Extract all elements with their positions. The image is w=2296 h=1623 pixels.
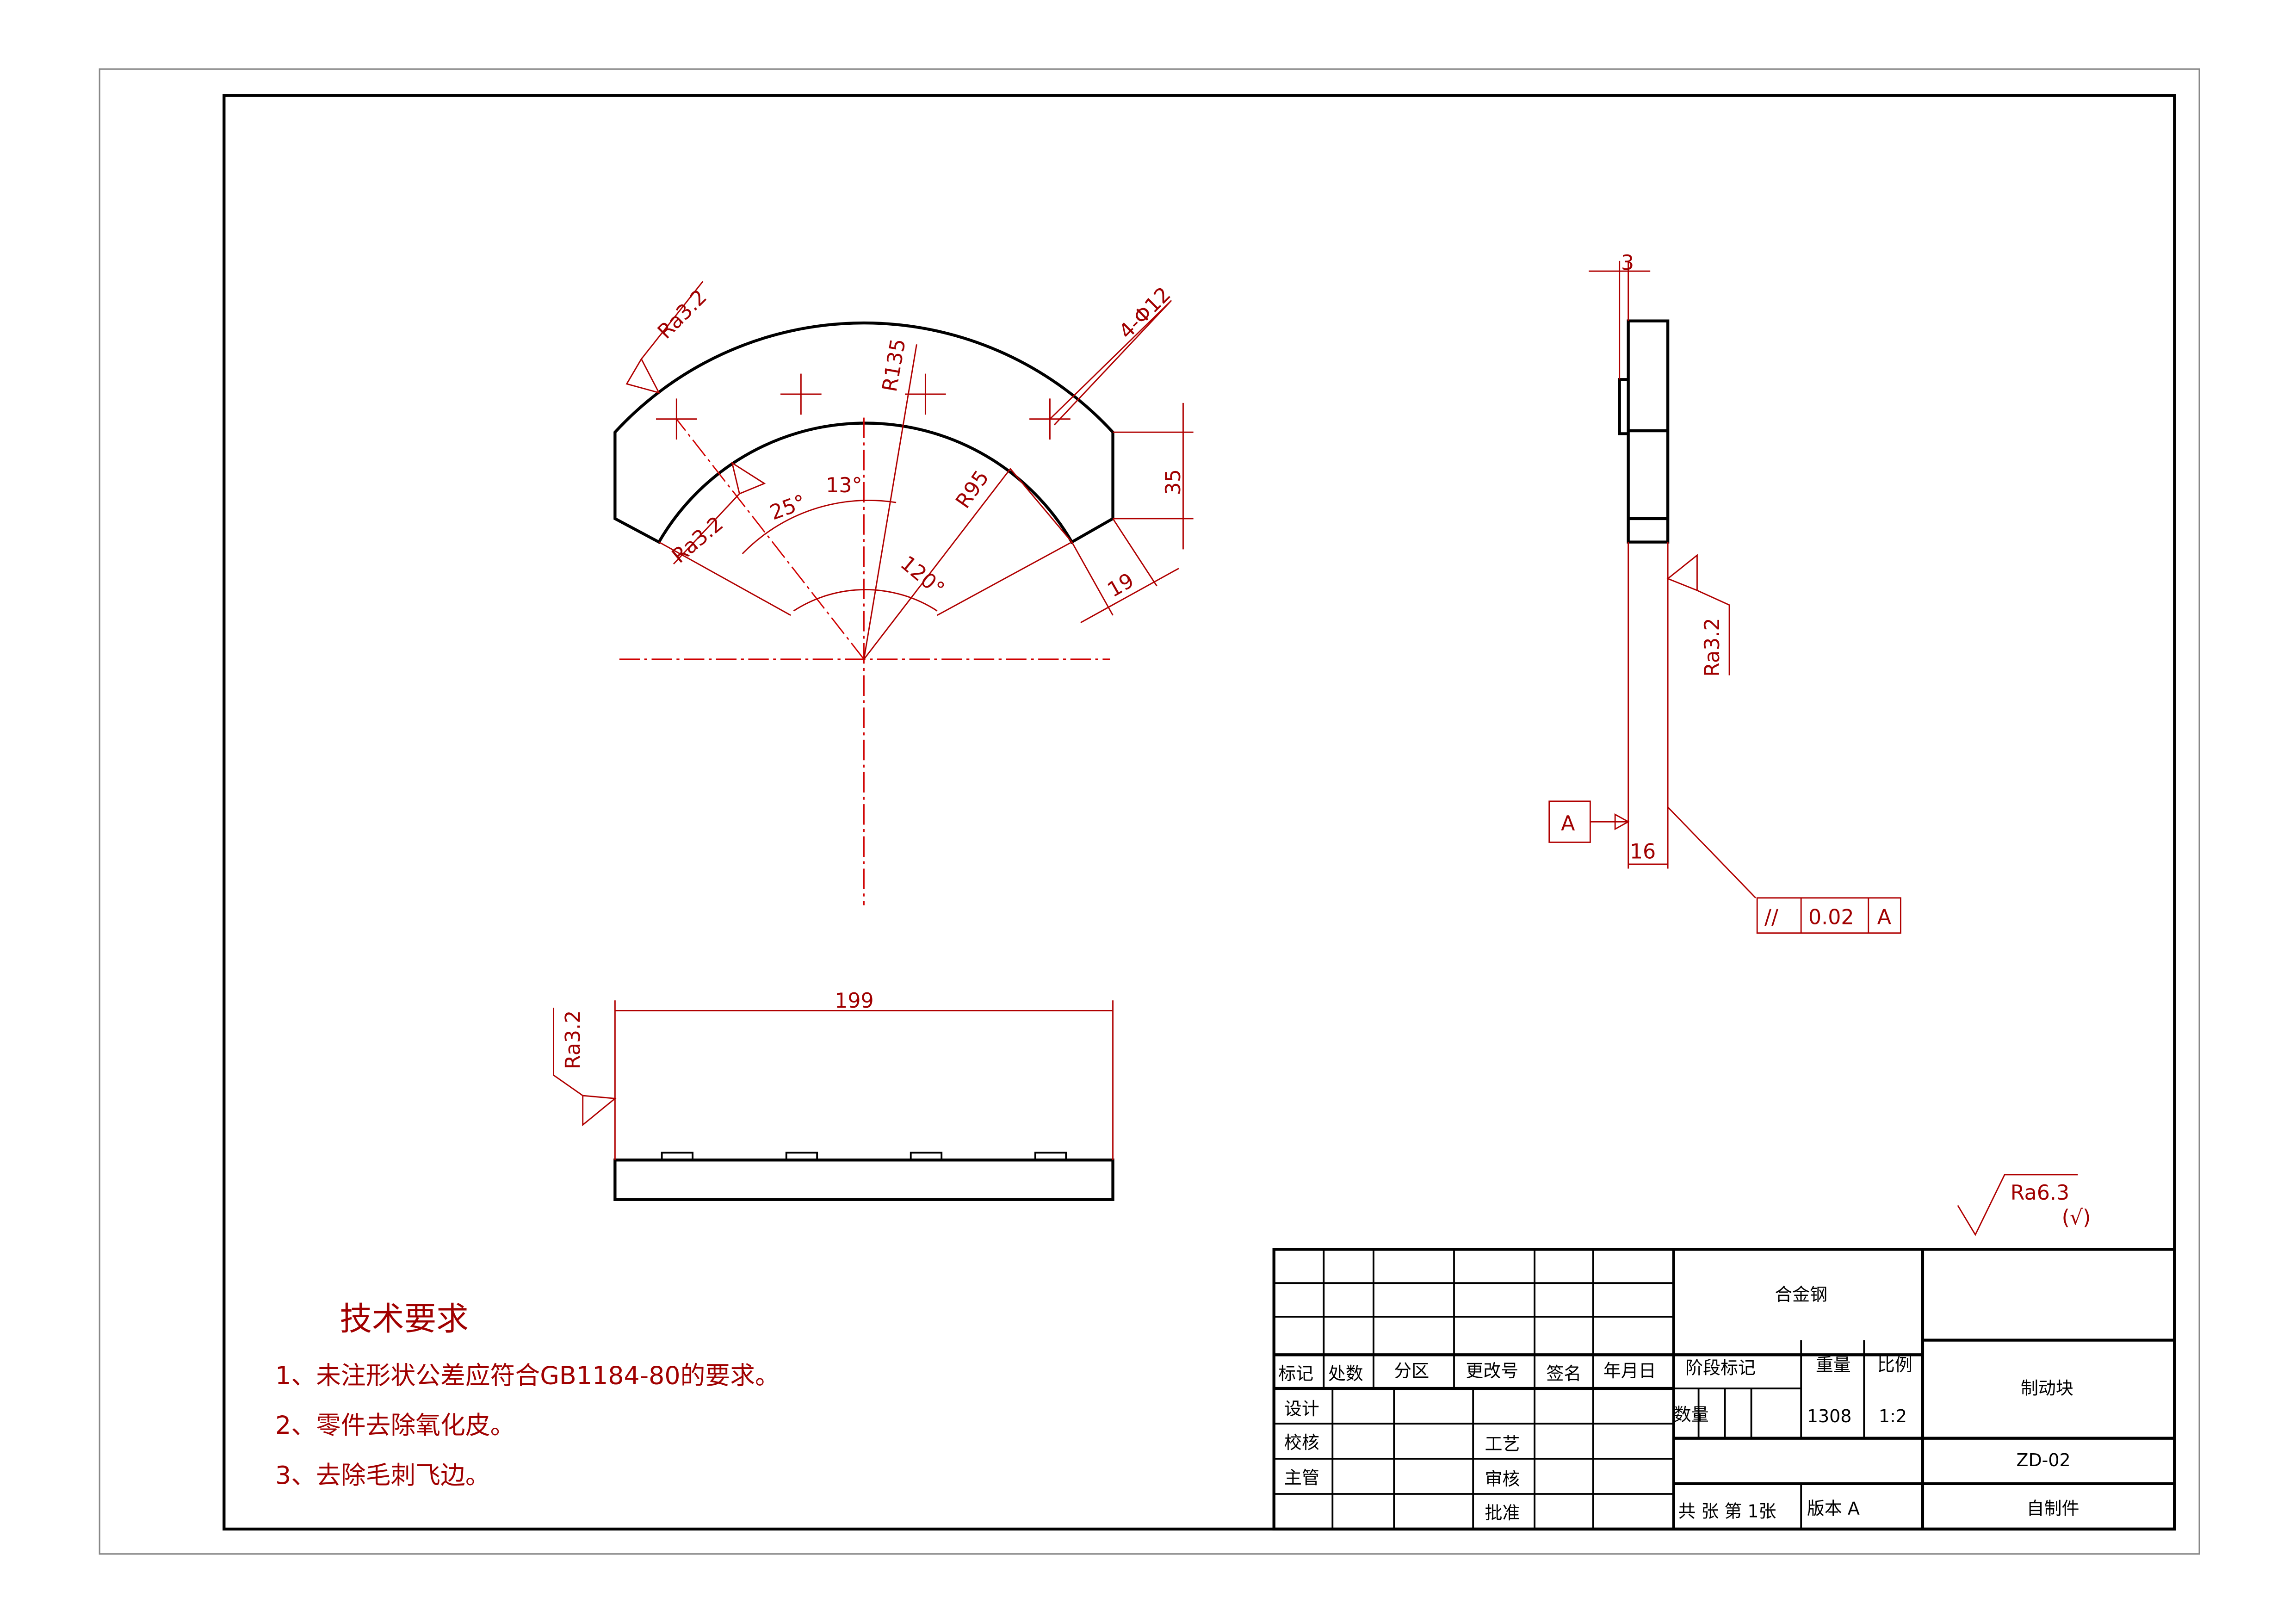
dim-35: 35 [1162, 469, 1185, 495]
hdr-zone: 分区 [1394, 1361, 1429, 1381]
role-review: 审核 [1485, 1469, 1520, 1489]
role-design: 设计 [1284, 1399, 1319, 1419]
drawing-frame [223, 94, 2176, 1531]
part-name: 制动块 [2021, 1378, 2073, 1399]
roughness-value: Ra6.3 [2011, 1181, 2069, 1205]
tech-title: 技术要求 [340, 1300, 469, 1338]
hdr-date: 年月日 [1603, 1361, 1656, 1381]
hdr-sign: 签名 [1546, 1363, 1581, 1384]
radius-outer-label: R135 [878, 337, 910, 393]
stage-mark-label: 阶段标记 [1685, 1357, 1756, 1378]
part-source: 自制件 [2027, 1498, 2079, 1518]
roughness-side: Ra3.2 [1701, 618, 1724, 676]
hole-centers [656, 373, 1071, 440]
hdr-mark: 标记 [1278, 1363, 1313, 1384]
dim-16: 16 [1630, 840, 1656, 863]
general-roughness: Ra6.3 (√) [1957, 1174, 2091, 1236]
parallelism-symbol: // [1764, 906, 1778, 929]
roughness-note: (√) [2062, 1206, 2091, 1230]
sheet-count: 共 张 第 1张 [1678, 1501, 1776, 1522]
technical-requirements: 技术要求 1、未注形状公差应符合GB1184-80的要求。 2、零件去除氧化皮。… [275, 1300, 780, 1489]
tolerance-value: 0.02 [1808, 906, 1854, 929]
weight-label: 重量 [1816, 1355, 1851, 1375]
requirement-1: 1、未注形状公差应符合GB1184-80的要求。 [275, 1361, 780, 1390]
roughness-outer: Ra3.2 [653, 285, 712, 343]
drawing-number: ZD-02 [2016, 1450, 2070, 1470]
bottom-view: 199 Ra3.2 [553, 989, 1114, 1201]
title-block: 标记 处数 分区 更改号 签名 年月日 设计 校核 主管 工艺 审核 批准 合金… [1272, 1248, 2176, 1531]
material: 合金钢 [1775, 1284, 1827, 1305]
roughness-inner: Ra3.2 [668, 512, 728, 568]
role-manager: 主管 [1284, 1468, 1319, 1488]
side-view: 3 16 Ra3.2 A // 0.02 A [1548, 251, 1901, 934]
version: 版本 A [1807, 1498, 1860, 1518]
sheet-border [99, 68, 2200, 1555]
datum-a: A [1561, 812, 1575, 836]
tolerance-datum: A [1877, 906, 1891, 929]
angle-25: 25° [767, 490, 809, 525]
angle-13: 13° [826, 474, 862, 497]
holes-label: 4-Φ12 [1114, 283, 1176, 344]
radius-inner-label: R95 [951, 466, 994, 513]
scale-label: 比例 [1877, 1355, 1912, 1375]
roughness-bottom: Ra3.2 [561, 1010, 585, 1069]
front-view: Ra3.2 Ra3.2 R135 R95 4-Φ12 25° 13° 120° … [613, 281, 1194, 905]
hdr-change: 更改号 [1466, 1361, 1518, 1381]
role-approve: 批准 [1485, 1503, 1520, 1523]
weight-value: 1308 [1807, 1406, 1852, 1426]
arc-segment-outline [613, 321, 1114, 544]
dim-19: 19 [1104, 569, 1138, 602]
role-check: 校核 [1284, 1432, 1319, 1453]
requirement-3: 3、去除毛刺飞边。 [275, 1461, 490, 1490]
dim-199: 199 [835, 989, 874, 1013]
dim-3: 3 [1621, 251, 1634, 275]
hdr-count: 处数 [1328, 1363, 1363, 1384]
scale-value: 1:2 [1879, 1406, 1907, 1426]
requirement-2: 2、零件去除氧化皮。 [275, 1411, 515, 1440]
role-process: 工艺 [1485, 1434, 1520, 1454]
quantity-label: 数量 [1674, 1405, 1709, 1425]
